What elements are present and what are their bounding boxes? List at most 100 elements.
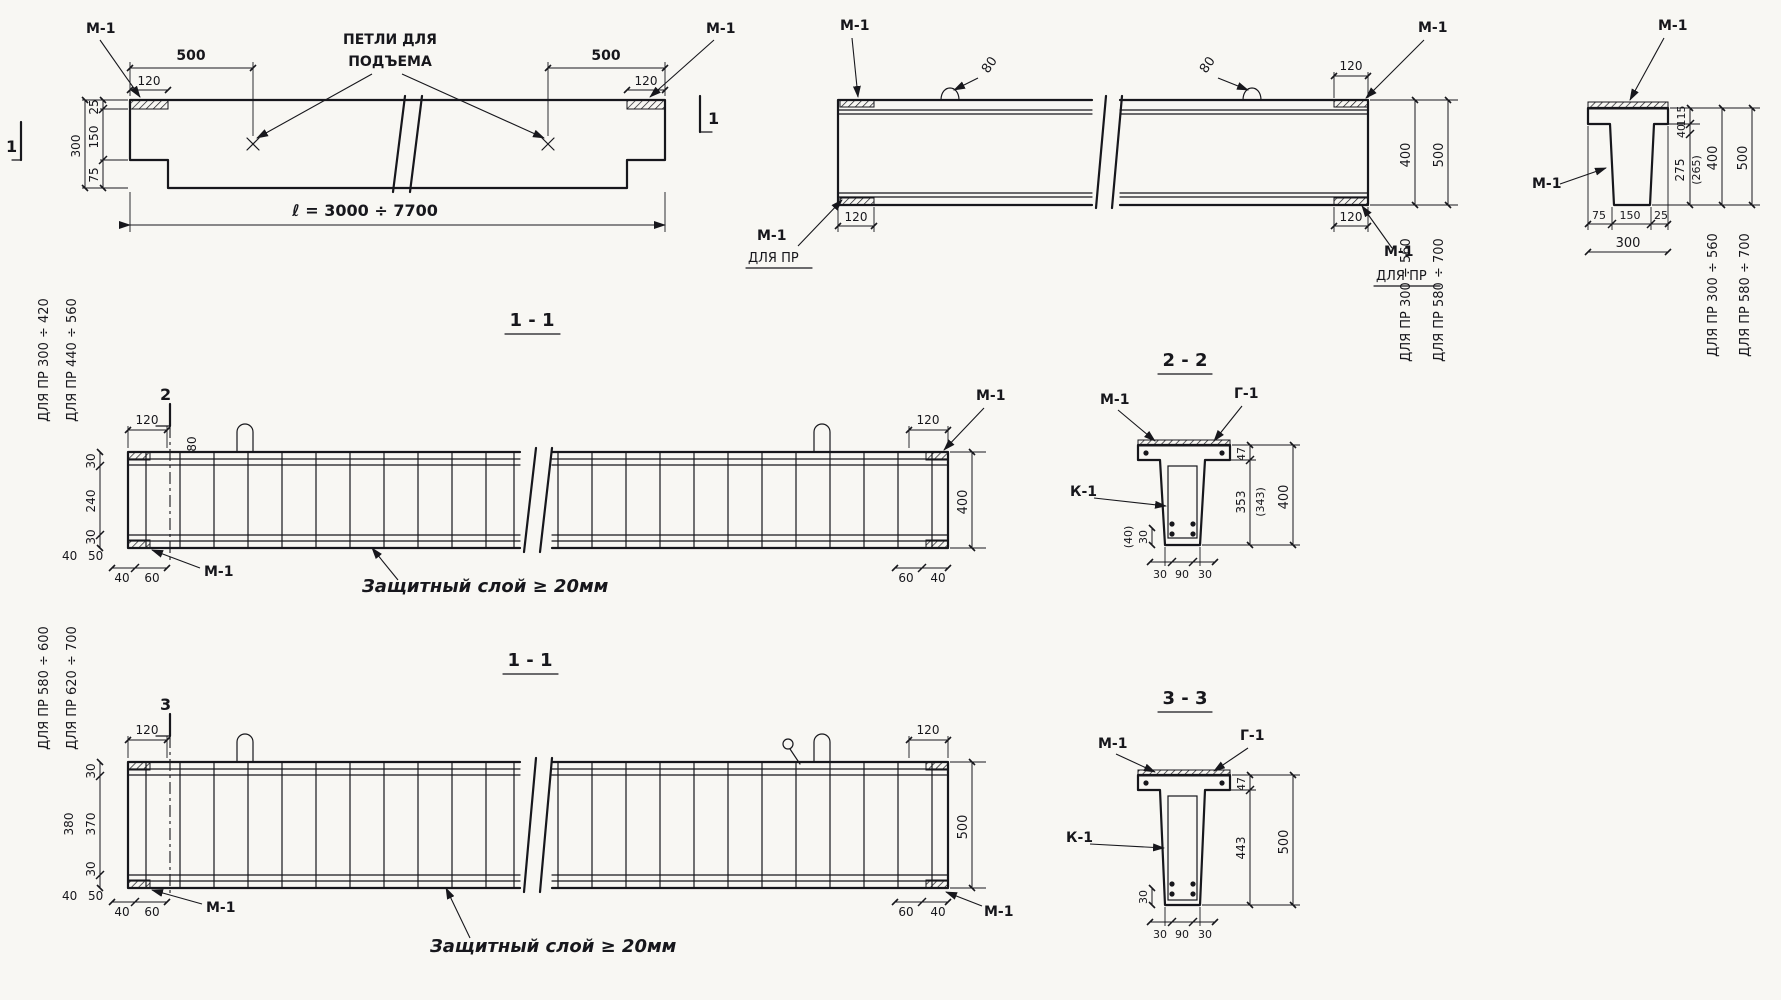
lifting-note-line2: ПОДЪЕМА [348, 54, 432, 70]
dim-label: 120 [917, 413, 940, 427]
dim-label: 25 [87, 99, 101, 114]
cover-note: Защитный слой ≥ 20мм [361, 576, 609, 597]
dim-label: 40 [62, 549, 77, 563]
break-symbol [1094, 94, 1124, 210]
stirrups [145, 761, 515, 889]
section-mark-1: 1 1 [6, 94, 719, 162]
embed-plate-m1 [839, 197, 875, 206]
dim-label: 380 [62, 813, 76, 836]
dim-label: 120 [917, 723, 940, 737]
product-range-label: ДЛЯ ПР 300 ÷ 560 [1706, 233, 1721, 357]
cover-note: Защитный слой ≥ 20мм [429, 936, 677, 957]
stirrups [557, 451, 933, 549]
dim-label: 370 [84, 813, 98, 836]
m1-label: М-1 [840, 18, 869, 34]
dim-label: 120 [635, 74, 658, 88]
dim-label: 90 [1175, 928, 1189, 941]
section-title: 2 - 2 [1162, 350, 1207, 371]
dim-label: 40 [114, 905, 129, 919]
dim-label: 47 [1235, 777, 1248, 791]
dim-label: 60 [898, 571, 913, 585]
dim-label: 40 [1675, 124, 1688, 138]
lifting-loop-mark [246, 137, 555, 151]
dim-label: 30 [84, 529, 98, 544]
dim-label: 25 [1654, 209, 1668, 222]
dim-label: 30 [84, 453, 98, 468]
dim-label: 400 [1277, 485, 1292, 510]
k1-label: К-1 [1066, 830, 1093, 846]
dim-label: 400 [956, 490, 971, 515]
dim-label: 500 [1277, 830, 1292, 855]
view-section-3-3: 3 - 3 М-1 Г-1 К-1 47 443 500 30 30 90 30 [1066, 688, 1300, 941]
product-range-label: ДЛЯ ПР 580 ÷ 600 [37, 626, 52, 750]
dim-label: 60 [898, 905, 913, 919]
g1-label: Г-1 [1234, 386, 1258, 402]
dim-label: 300 [69, 135, 83, 158]
dim-label: 47 [1235, 447, 1248, 461]
dim-label: 300 [1616, 236, 1641, 251]
m1-label: М-1 [976, 388, 1005, 404]
m1-label: М-1 [1532, 176, 1561, 192]
section-mark-label: 2 [160, 385, 171, 404]
dim-label: 40 [930, 571, 945, 585]
embed-plate-m1 [127, 761, 151, 771]
embed-plate-m1 [1587, 101, 1669, 110]
embed-plate-m1 [626, 99, 666, 110]
embed-plate-m1 [925, 761, 949, 771]
m1-label: М-1 [757, 228, 786, 244]
dlya-pr-label: ДЛЯ ПР [1376, 269, 1427, 284]
embed-plate-m1 [1137, 769, 1231, 777]
dim-label: 120 [1340, 59, 1363, 73]
view-beam-side: 80 80 М-1 М-1 120 120 М-1 ДЛЯ ПР 120 М-1… [745, 18, 1458, 362]
lifting-loop [236, 423, 831, 453]
dim-label: 80 [979, 54, 1001, 76]
dim-label: 120 [136, 413, 159, 427]
section-mark-label: 1 [6, 137, 17, 156]
dim-label: 30 [1137, 890, 1150, 904]
product-range-label: ДЛЯ ПР 580 ÷ 700 [1738, 233, 1753, 357]
dim-label: 120 [845, 210, 868, 224]
dim-label: 240 [84, 490, 98, 513]
dim-label: 120 [138, 74, 161, 88]
m1-label: М-1 [1100, 392, 1129, 408]
view-section-2-2: 2 - 2 М-1 Г-1 К-1 47 353 (343) 400 30 (4… [1070, 350, 1300, 581]
dim-label: 40 [114, 571, 129, 585]
dim-label: 30 [1198, 568, 1212, 581]
section-mark-label: 1 [708, 109, 719, 128]
dim-label: 60 [144, 571, 159, 585]
embed-plate-m1 [925, 539, 949, 549]
embed-plate-m1 [925, 451, 949, 461]
dim-label: 500 [956, 815, 971, 840]
stirrup-frame [1167, 795, 1198, 901]
length-formula: ℓ = 3000 ÷ 7700 [291, 201, 438, 220]
embed-plate-m1 [127, 451, 151, 461]
dim-label: 400 [1706, 146, 1721, 171]
lifting-loop [236, 733, 831, 763]
view-section-1-1-400: 1 - 1 2 120 80 120 М-1 400 [37, 298, 1005, 597]
dim-label: 30 [84, 861, 98, 876]
product-range-label: ДЛЯ ПР 440 ÷ 560 [65, 298, 80, 422]
section-mark-label: 3 [160, 695, 171, 714]
embed-plate-m1 [129, 99, 169, 110]
dim-label: 40 [62, 889, 77, 903]
dim-label: (343) [1254, 487, 1267, 517]
m1-label: М-1 [204, 564, 233, 580]
embed-plate-m1 [1333, 197, 1369, 206]
dim-label: 500 [1736, 146, 1751, 171]
section-title: 1 - 1 [509, 310, 554, 331]
dim-label: 120 [1340, 210, 1363, 224]
dim-label: 50 [88, 889, 103, 903]
dim-label: 30 [1153, 928, 1167, 941]
dim-label: 40 [930, 905, 945, 919]
section-title: 1 - 1 [507, 650, 552, 671]
stirrups [557, 761, 933, 889]
product-range-label: ДЛЯ ПР 580 ÷ 700 [1432, 238, 1447, 362]
embed-plate-m1 [1333, 99, 1369, 108]
m1-label: М-1 [206, 900, 235, 916]
dim-label: 30 [84, 763, 98, 778]
view-section-1-1-500: 1 - 1 3 120 120 500 30 370 [37, 626, 1013, 957]
dim-label: 75 [1592, 209, 1606, 222]
m1-label: М-1 [984, 904, 1013, 920]
dim-label: 50 [88, 549, 103, 563]
